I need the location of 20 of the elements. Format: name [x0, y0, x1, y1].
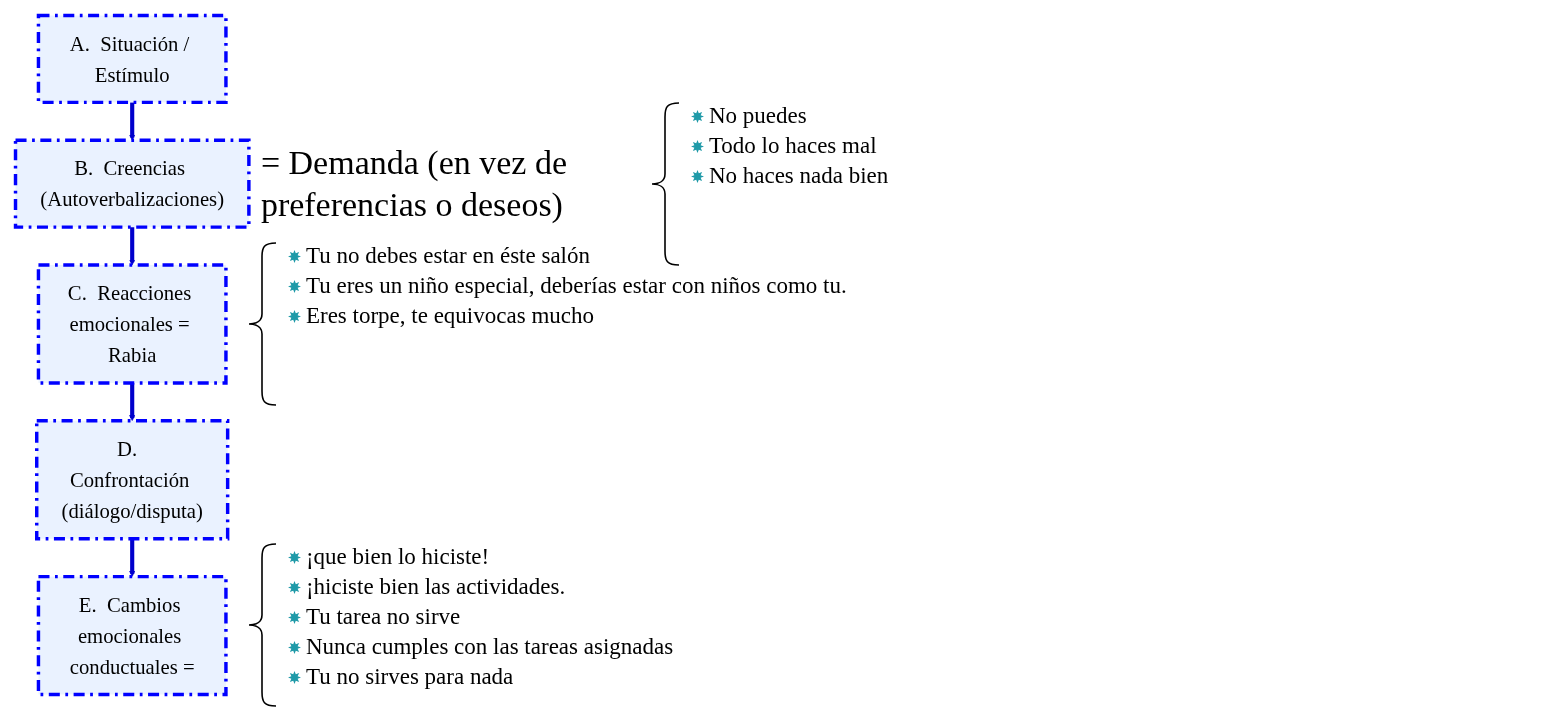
node-box: E. Cambios emocionales conductuales =	[36, 574, 228, 697]
node-box: C. Reacciones emocionales = Rabia	[36, 263, 228, 385]
list-item-text: Todo lo haces mal	[708, 131, 877, 160]
list-item-text: ¡que bien lo hiciste!	[305, 543, 490, 571]
list-item-text: Tu no debes estar en éste salón	[305, 241, 590, 270]
arrow	[129, 538, 136, 577]
annotation-text: = Demanda (en vez de preferencias o deseos)	[260, 142, 568, 225]
arrow	[129, 227, 136, 266]
list-item-text: No haces nada bien	[708, 161, 889, 190]
arrow	[129, 102, 136, 141]
list-item-text: Eres torpe, te equivocas mucho	[305, 301, 594, 330]
list-item-text: ¡hiciste bien las actividades.	[305, 573, 566, 601]
list-item-text: Tu tarea no sirve	[305, 603, 461, 631]
list-item-text: Tu no sirves para nada	[305, 663, 514, 691]
list-item-text: Tu eres un niño especial, deberías estar con niños como tu.	[305, 271, 847, 300]
list-item-text: Nunca cumples con las tareas asignadas	[305, 633, 674, 661]
node-box: B. Creencias (Autoverbalizaciones)	[13, 138, 251, 229]
node-box: A. Situación / Estímulo	[36, 13, 228, 105]
node-box: D. Confrontación (diálogo/disputa)	[35, 419, 230, 541]
list-item-text: No puedes	[708, 101, 807, 130]
